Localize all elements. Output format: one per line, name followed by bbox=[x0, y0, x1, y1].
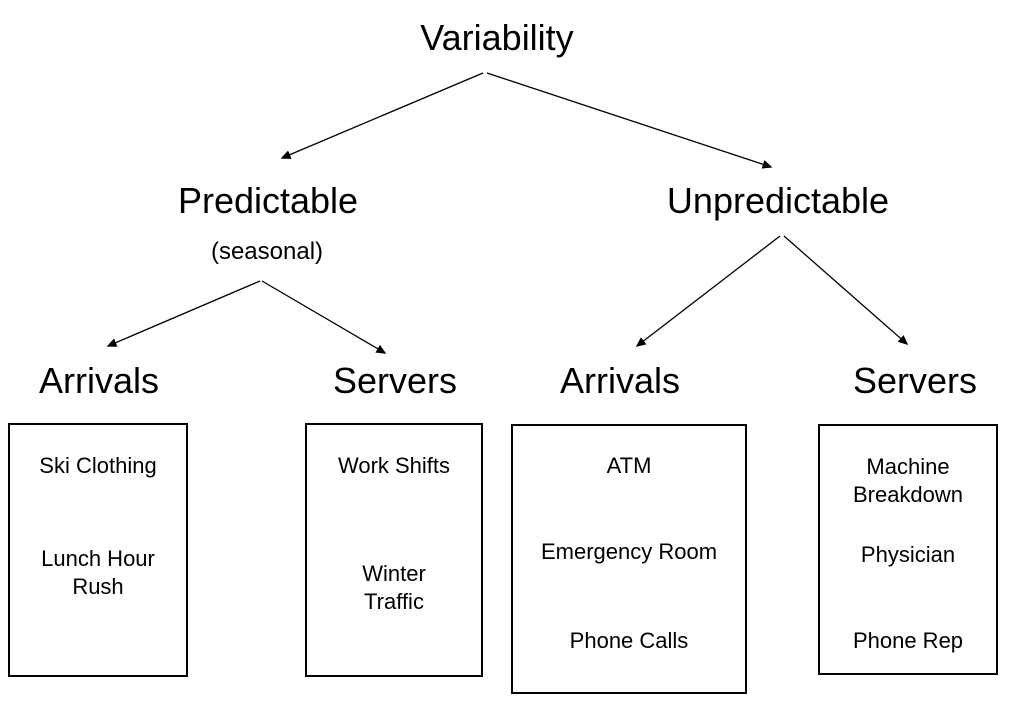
leaf-unpredictable-servers-label: Servers bbox=[852, 360, 978, 401]
leaf-unpredictable-arrivals-label: Arrivals bbox=[559, 360, 680, 401]
example-box-predictable-arrivals: Ski Clothing Lunch Hour Rush bbox=[8, 423, 188, 677]
example-box-predictable-servers: Work Shifts Winter Traffic bbox=[305, 423, 483, 677]
example-item: Machine Breakdown bbox=[852, 454, 964, 507]
arrow-variability-to-predictable bbox=[280, 72, 484, 159]
branch-unpredictable-label: Unpredictable bbox=[666, 180, 890, 221]
arrow-predictable-to-arrivals bbox=[106, 280, 261, 347]
example-item: Phone Rep bbox=[852, 628, 964, 653]
arrow-variability-to-unpredictable bbox=[486, 72, 773, 169]
example-item: Lunch Hour Rush bbox=[41, 546, 155, 599]
example-item: Ski Clothing bbox=[39, 453, 157, 478]
example-item: Physician bbox=[860, 542, 956, 567]
example-item: ATM bbox=[606, 453, 652, 478]
branch-predictable-label: Predictable bbox=[177, 180, 359, 221]
example-item: Emergency Room bbox=[540, 539, 718, 564]
arrow-unpredictable-to-servers bbox=[783, 235, 909, 345]
example-item: Phone Calls bbox=[569, 628, 689, 653]
example-item: Winter Traffic bbox=[362, 561, 426, 614]
arrow-predictable-to-servers bbox=[261, 280, 387, 354]
example-box-unpredictable-arrivals: ATM Emergency Room Phone Calls bbox=[511, 424, 747, 694]
leaf-predictable-arrivals-label: Arrivals bbox=[38, 360, 159, 401]
root-node-label: Variability bbox=[420, 17, 574, 58]
branch-predictable-sublabel: (seasonal) bbox=[210, 238, 324, 265]
leaf-predictable-servers-label: Servers bbox=[332, 360, 458, 401]
example-box-unpredictable-servers: Machine Breakdown Physician Phone Rep bbox=[818, 424, 998, 675]
example-item: Work Shifts bbox=[337, 453, 451, 478]
arrow-unpredictable-to-arrivals bbox=[635, 235, 781, 347]
